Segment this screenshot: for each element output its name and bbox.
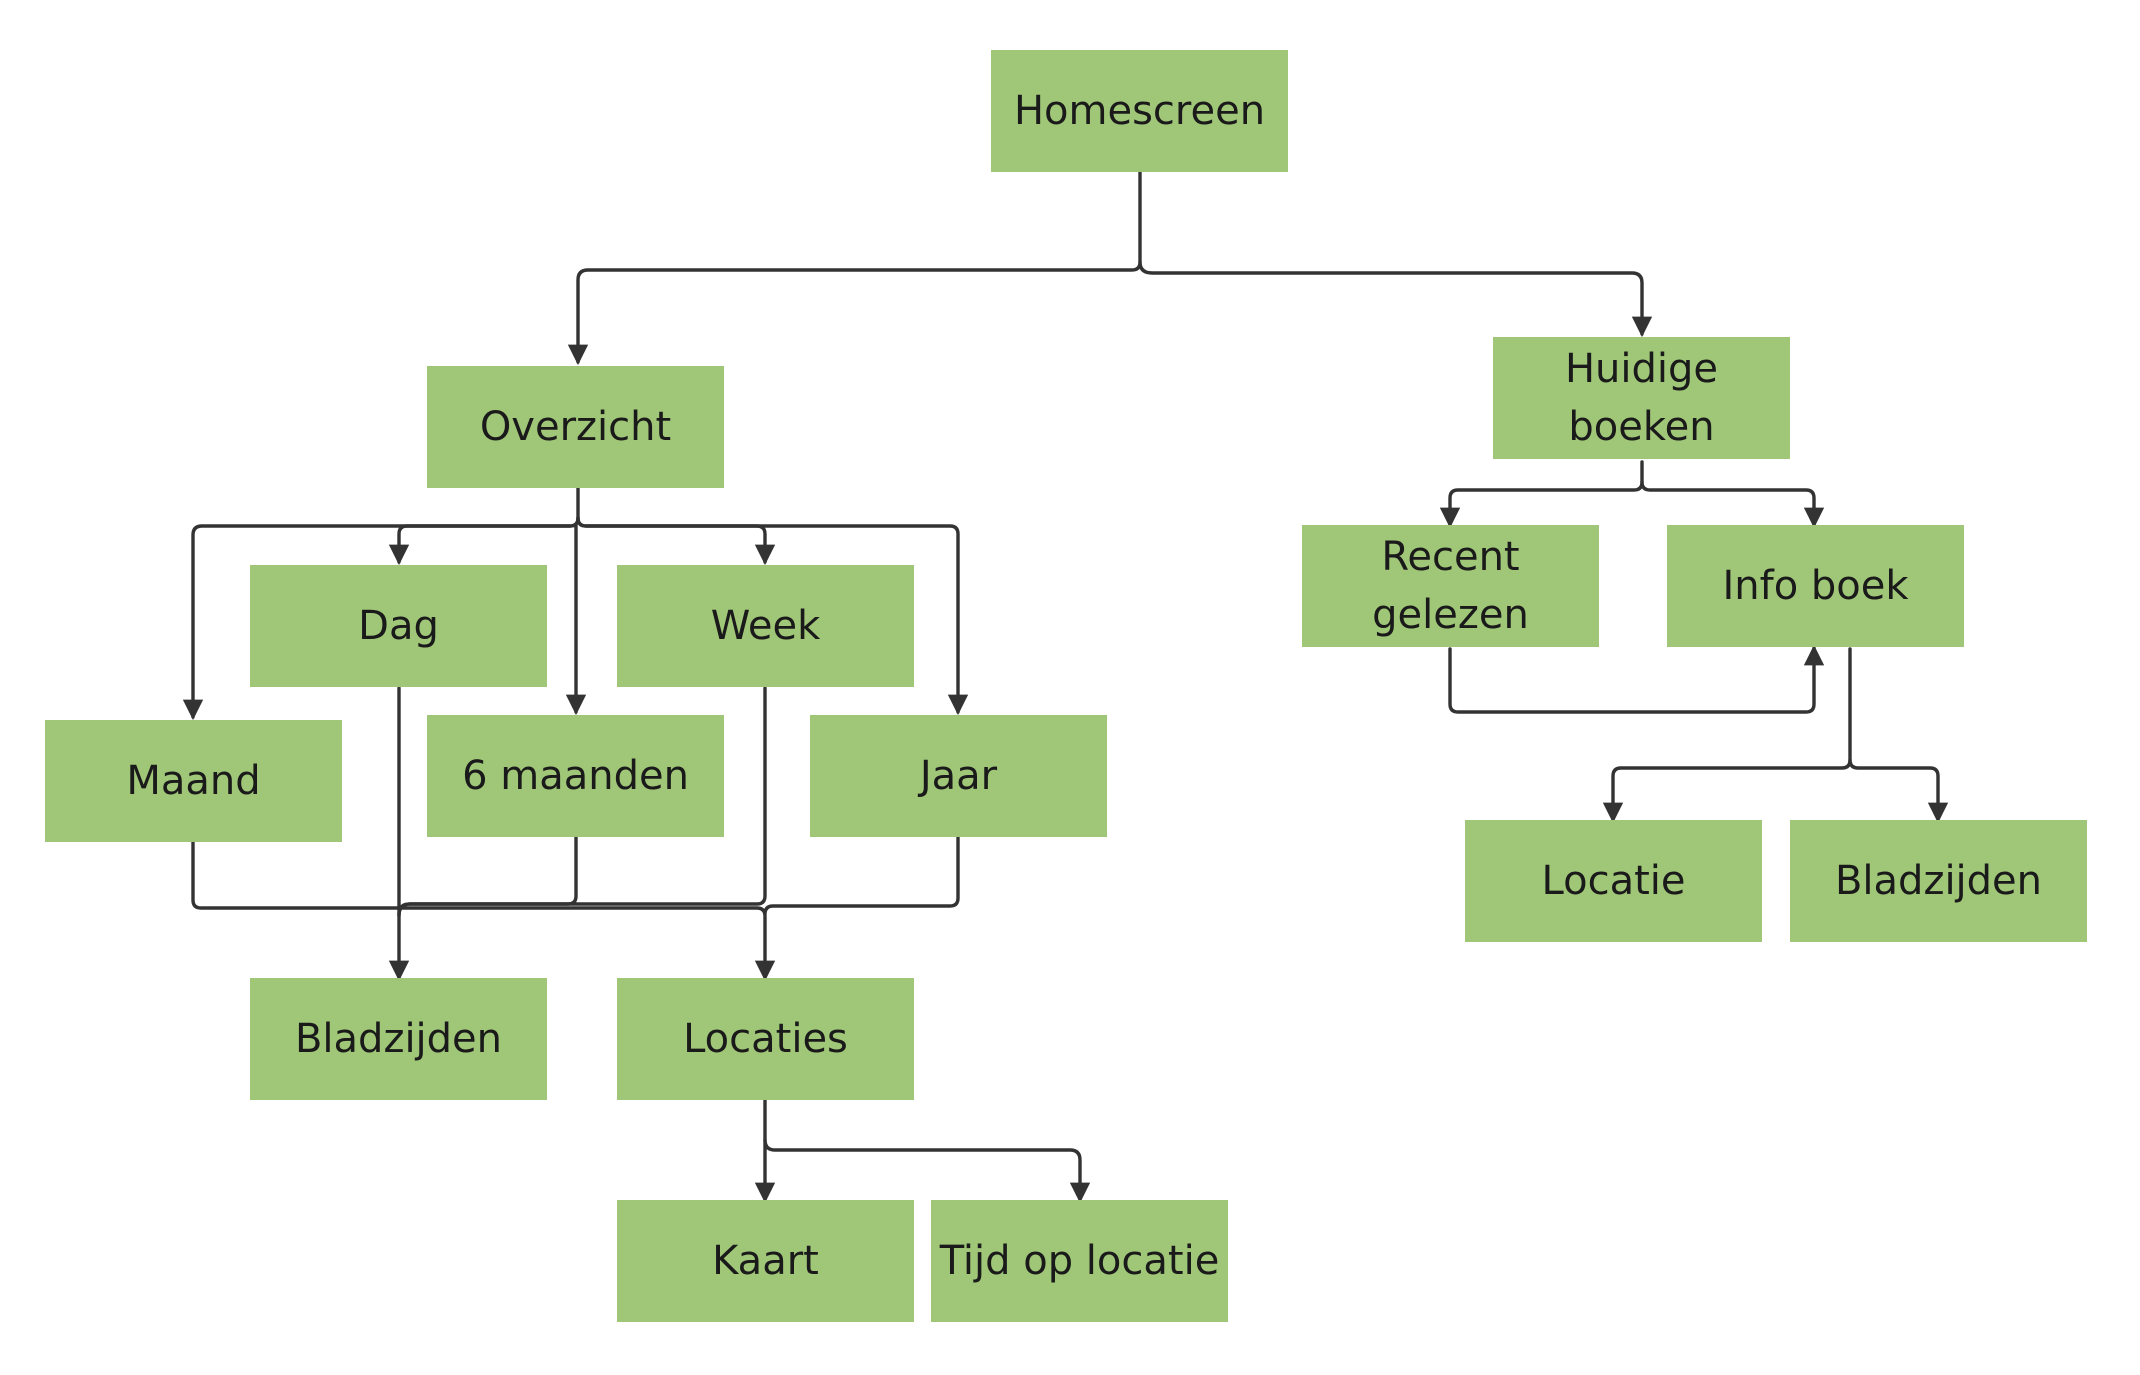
node-label: Kaart	[712, 1238, 819, 1284]
node-locatie: Locatie	[1465, 820, 1762, 942]
edge-overzicht-jaar	[576, 516, 969, 716]
node-label: Bladzijden	[1834, 858, 2043, 904]
node-huidige-boeken: Huidige boeken	[1493, 337, 1790, 459]
edge-maand-merge	[191, 839, 776, 982]
node-kaart: Kaart	[617, 1200, 914, 1322]
node-jaar: Jaar	[810, 715, 1107, 837]
node-homescreen: Homescreen	[991, 50, 1288, 172]
node-label: Info boek	[1722, 563, 1909, 609]
node-label: Week	[710, 603, 821, 649]
node-recent-gelezen: Recent gelezen	[1302, 525, 1599, 647]
node-label: Dag	[358, 603, 439, 649]
edge-huidige-recent	[1439, 460, 1644, 529]
node-label: Maand	[126, 758, 261, 804]
edge-recent-info	[1448, 644, 1825, 714]
node-zes-maanden: 6 maanden	[427, 715, 724, 837]
node-tijd-op-locatie: Tijd op locatie	[931, 1200, 1228, 1322]
edge-homescreen-huidige-boeken	[1138, 260, 1653, 338]
edge-homescreen-overzicht	[567, 170, 1142, 366]
node-overzicht: Overzicht	[427, 366, 724, 488]
node-label: Locaties	[683, 1016, 848, 1062]
edge-week-locaties	[397, 686, 767, 917]
node-label: Bladzijden	[294, 1016, 503, 1062]
node-label: Recent gelezen	[1372, 534, 1529, 638]
node-info-boek: Info boek	[1667, 525, 1964, 647]
node-week: Week	[617, 565, 914, 687]
node-label: Jaar	[919, 753, 998, 799]
node-label: Homescreen	[1013, 88, 1266, 134]
edge-info-bladzijden	[1848, 758, 1949, 824]
node-label: 6 maanden	[462, 753, 689, 799]
edge-huidige-info	[1640, 480, 1825, 529]
node-dag: Dag	[250, 565, 547, 687]
node-label: Overzicht	[479, 404, 672, 450]
node-bladzijden: Bladzijden	[250, 978, 547, 1100]
node-bladzijden-boek: Bladzijden	[1790, 820, 2087, 942]
node-label: Tijd op locatie	[939, 1238, 1220, 1284]
node-label: Huidige boeken	[1564, 346, 1719, 450]
node-locaties: Locaties	[617, 978, 914, 1100]
node-label: Locatie	[1541, 858, 1686, 904]
edge-overzicht-dag	[388, 516, 580, 566]
edge-jaar-merge	[763, 835, 960, 916]
edge-locaties-tijd	[763, 1138, 1091, 1204]
node-maand: Maand	[45, 720, 342, 842]
